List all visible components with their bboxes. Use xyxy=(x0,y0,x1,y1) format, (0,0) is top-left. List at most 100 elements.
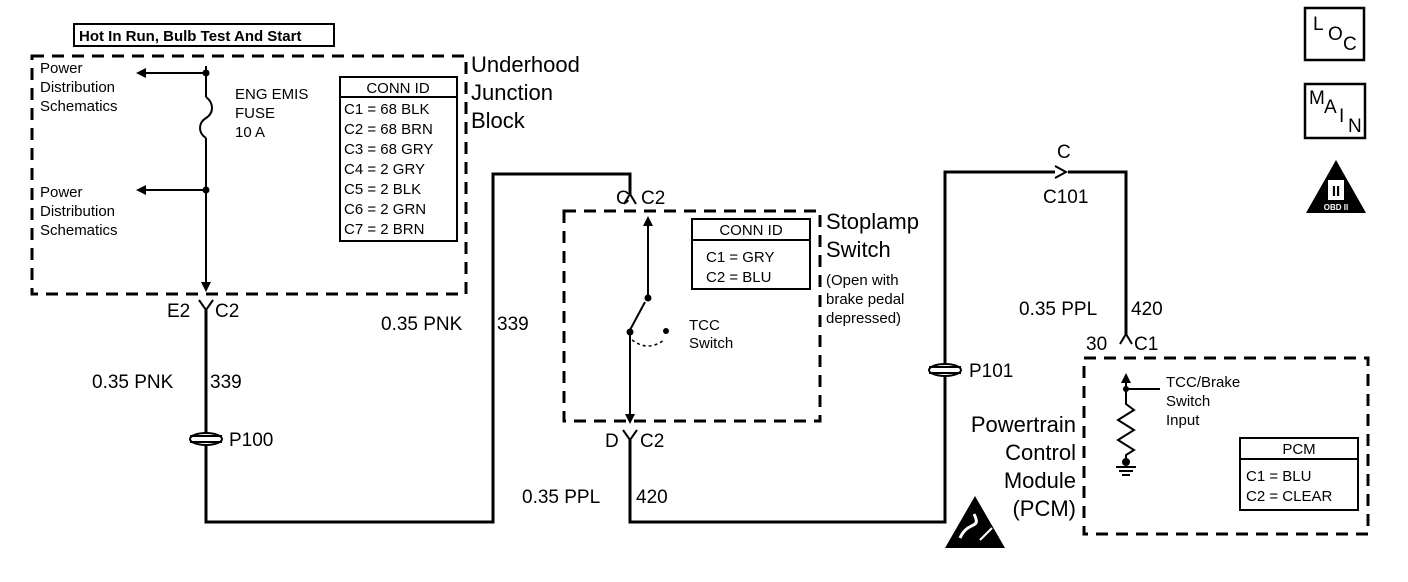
stoplamp-note-2: brake pedal xyxy=(826,291,904,308)
power-dist-bottom-1: Power xyxy=(40,184,83,201)
switch-contact-upper xyxy=(644,294,652,302)
junction-block-outline xyxy=(30,54,468,296)
wire1-circuit: 339 xyxy=(210,372,242,393)
connector-c-top-pin: C xyxy=(616,188,630,209)
junction-block-title-3: Block xyxy=(471,108,526,133)
loc-letter-1: L xyxy=(1313,14,1324,35)
power-dist-top-2: Distribution xyxy=(40,79,115,96)
switch-actuator-link xyxy=(631,339,665,347)
connector-e2-conn: C2 xyxy=(215,301,239,322)
wire-ppl-420-a xyxy=(628,170,1055,524)
power-dist-bottom-3: Schematics xyxy=(40,222,118,239)
wire1-size: 0.35 PNK xyxy=(92,372,174,393)
connector-c101-symbol xyxy=(1054,165,1069,179)
connector-e2-pin: E2 xyxy=(167,301,190,322)
junction-conn-row-4: C4 = 2 GRY xyxy=(344,161,425,178)
stoplamp-title-1: Stoplamp xyxy=(826,209,919,234)
pcm-input-label-3: Input xyxy=(1166,412,1200,429)
loc-icon[interactable]: L O C xyxy=(1303,6,1366,62)
wire3-circuit: 420 xyxy=(636,487,668,508)
junction-conn-row-7: C7 = 2 BRN xyxy=(344,221,424,238)
wire4-circuit: 420 xyxy=(1131,299,1163,320)
junction-block-title-2: Junction xyxy=(471,80,553,105)
connector-pcm-conn: C1 xyxy=(1134,334,1158,355)
switch-actuator-dot xyxy=(663,328,669,334)
loc-letter-3: C xyxy=(1343,34,1357,55)
pcm-title-2: Control xyxy=(1005,440,1076,465)
pcm-input-label-1: TCC/Brake xyxy=(1166,374,1240,391)
fuse-label-3: 10 A xyxy=(235,124,265,141)
splice-p100-label: P100 xyxy=(229,430,273,451)
main-icon[interactable]: M A I N xyxy=(1303,82,1367,140)
power-mode-box xyxy=(73,23,335,47)
connector-e2-symbol xyxy=(198,299,214,312)
wire4-size: 0.35 PPL xyxy=(1019,299,1097,320)
junction-conn-row-3: C3 = 68 GRY xyxy=(344,141,433,158)
connector-c101-label: C101 xyxy=(1043,187,1088,208)
wire-pnk-339 xyxy=(204,172,632,524)
stoplamp-note-3: depressed) xyxy=(826,310,901,327)
connector-pcm-pin: 30 xyxy=(1086,334,1107,355)
stoplamp-conn-id-title: CONN ID xyxy=(719,222,783,239)
pcm-conn-id-title: PCM xyxy=(1282,441,1315,458)
stoplamp-switch-outline xyxy=(562,209,822,423)
power-dist-bottom-2: Distribution xyxy=(40,203,115,220)
connector-c-top-symbol xyxy=(623,192,637,205)
wire2-size: 0.35 PNK xyxy=(381,314,463,335)
pcm-input-label-2: Switch xyxy=(1166,393,1210,410)
tcc-switch-label-1: TCC xyxy=(689,317,720,334)
pcm-outline xyxy=(1082,356,1370,536)
main-letter-3: I xyxy=(1339,106,1344,127)
splice-p100 xyxy=(189,432,223,446)
pcm-ground-node xyxy=(1122,458,1130,466)
connector-pcm-symbol xyxy=(1119,332,1133,345)
power-mode-label: Hot In Run, Bulb Test And Start xyxy=(79,28,301,45)
fuse-symbol xyxy=(199,96,213,139)
stoplamp-conn-row-1: C1 = GRY xyxy=(706,249,775,266)
junction-conn-row-2: C2 = 68 BRN xyxy=(344,121,433,138)
pcm-title-4: (PCM) xyxy=(1012,496,1076,521)
obd-label: OBD II xyxy=(1324,203,1348,212)
splice-p101-label: P101 xyxy=(969,361,1013,382)
pcm-conn-row-1: C1 = BLU xyxy=(1246,468,1311,485)
wire2-circuit: 339 xyxy=(497,314,529,335)
pcm-ground-symbol xyxy=(1116,466,1136,476)
fuse-label-1: ENG EMIS xyxy=(235,86,308,103)
obd-numeral: II xyxy=(1332,183,1340,200)
tcc-switch-label-2: Switch xyxy=(689,335,733,352)
junction-conn-id-table: CONN ID C1 = 68 BLK C2 = 68 BRN C3 = 68 … xyxy=(339,76,458,242)
fuse-label-2: FUSE xyxy=(235,105,275,122)
connector-d-symbol xyxy=(622,429,638,442)
wire3-size: 0.35 PPL xyxy=(522,487,600,508)
power-dist-top-3: Schematics xyxy=(40,98,118,115)
stoplamp-conn-row-2: C2 = BLU xyxy=(706,269,771,286)
loc-letter-2: O xyxy=(1328,24,1343,45)
wire-ppl-420-b xyxy=(1068,170,1128,334)
connector-c-top-conn: C2 xyxy=(641,188,665,209)
stoplamp-title-2: Switch xyxy=(826,237,891,262)
pcm-conn-id-table: PCM C1 = BLU C2 = CLEAR xyxy=(1239,437,1359,511)
power-dist-top-1: Power xyxy=(40,60,83,77)
junction-conn-row-5: C5 = 2 BLK xyxy=(344,181,421,198)
connector-c101-pin: C xyxy=(1057,142,1071,163)
pcm-title-1: Powertrain xyxy=(971,412,1076,437)
junction-conn-row-6: C6 = 2 GRN xyxy=(344,201,426,218)
main-letter-4: N xyxy=(1348,116,1362,137)
switch-blade xyxy=(629,301,646,331)
splice-p101 xyxy=(928,363,962,377)
stoplamp-note-1: (Open with xyxy=(826,272,899,289)
obd-ii-icon: II OBD II xyxy=(1306,160,1366,213)
esd-warning-icon xyxy=(945,496,1005,548)
connector-d-pin: D xyxy=(605,431,619,452)
main-letter-2: A xyxy=(1324,97,1337,118)
junction-conn-row-1: C1 = 68 BLK xyxy=(344,101,429,118)
pcm-conn-row-2: C2 = CLEAR xyxy=(1246,488,1332,505)
pcm-pullup-resistor xyxy=(1116,389,1136,462)
junction-block-title-1: Underhood xyxy=(471,52,580,77)
pcm-title-3: Module xyxy=(1004,468,1076,493)
connector-d-conn: C2 xyxy=(640,431,664,452)
junction-conn-id-title: CONN ID xyxy=(366,80,430,97)
stoplamp-conn-id-table: CONN ID C1 = GRY C2 = BLU xyxy=(691,218,811,290)
main-letter-1: M xyxy=(1309,88,1325,109)
